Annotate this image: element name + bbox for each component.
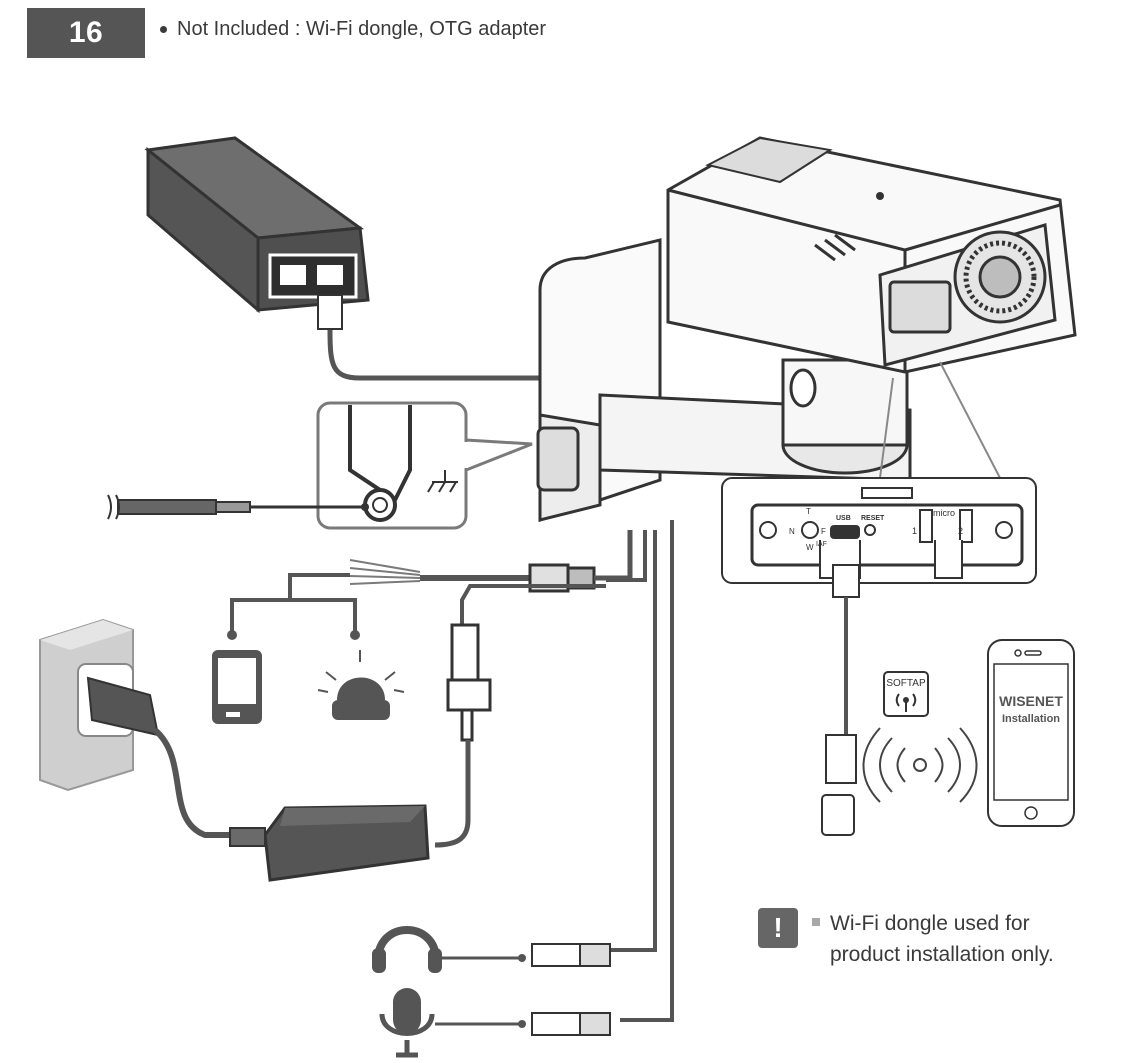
- audio-in-line: [620, 520, 674, 1022]
- alarm-light-icon: [317, 650, 405, 720]
- label-slot-1: 1: [912, 526, 917, 536]
- power-cord: [152, 727, 255, 838]
- audio-out-jack: [435, 943, 611, 967]
- label-micro: micro: [933, 508, 955, 518]
- page-number-badge: 16: [27, 8, 145, 58]
- label-slot-2: 2: [958, 526, 963, 536]
- headphones-icon: [372, 926, 442, 973]
- not-included-text: Not Included : Wi-Fi dongle, OTG adapter: [177, 18, 547, 40]
- callout-lines: [879, 361, 1001, 479]
- exclamation-icon: !: [758, 908, 798, 948]
- camera-body: [666, 136, 1077, 475]
- note-text-block: Wi-Fi dongle used for product installati…: [812, 908, 1070, 970]
- installation-caption: Installation: [1002, 713, 1060, 725]
- audio-in-jack: [435, 1012, 611, 1036]
- wisenet-brand: WISENET: [999, 693, 1063, 709]
- label-t: T: [806, 507, 811, 516]
- microphone-icon: [379, 988, 435, 1058]
- square-bullet: [812, 918, 820, 926]
- alarm-io: [212, 530, 633, 724]
- label-usb: USB: [836, 515, 851, 522]
- wifi-dongle-note: ! Wi-Fi dongle used for product installa…: [758, 908, 1070, 970]
- label-f: F: [821, 527, 826, 536]
- otg-dongle: [821, 564, 860, 836]
- poe-injector: [144, 136, 370, 330]
- power-terminal: [434, 530, 647, 848]
- rear-panel-callout: T N F W IAF USB RESET 1 2 micro: [721, 477, 1037, 584]
- mobile-device-icon: [212, 650, 262, 724]
- audio-out-line: [590, 530, 657, 952]
- page-number: 16: [68, 16, 104, 49]
- label-w: W: [806, 543, 814, 552]
- label-n: N: [789, 527, 795, 536]
- ground-detail-callout: [107, 401, 533, 530]
- label-iaf: IAF: [816, 541, 827, 548]
- wireless-waves: [862, 727, 978, 803]
- ground-icon: [427, 470, 458, 493]
- bullet: [160, 26, 167, 33]
- ethernet-cable: [327, 329, 540, 381]
- not-included-note: Not Included : Wi-Fi dongle, OTG adapter: [160, 18, 546, 41]
- softap-badge: SOFTAP: [883, 671, 929, 717]
- wifi-signal-icon: [895, 693, 917, 712]
- power-adapter: [229, 804, 430, 882]
- smartphone: WISENET Installation: [987, 639, 1075, 827]
- wall-outlet: [39, 618, 160, 792]
- note-body: Wi-Fi dongle used for product installati…: [830, 912, 1054, 966]
- softap-label: SOFTAP: [886, 678, 926, 689]
- label-reset: RESET: [861, 515, 885, 522]
